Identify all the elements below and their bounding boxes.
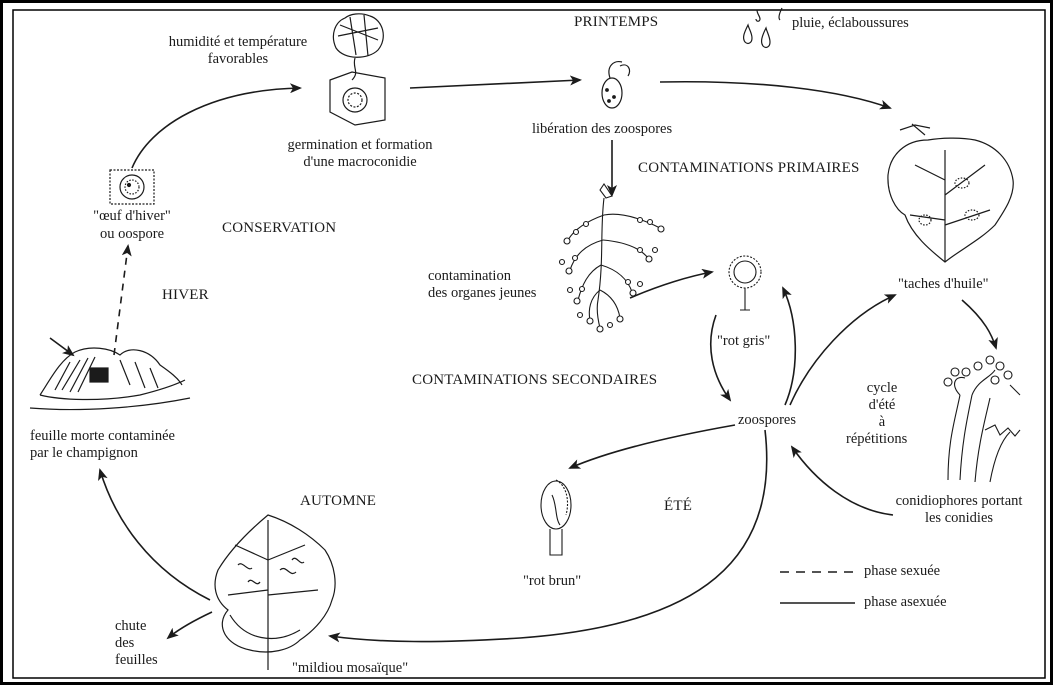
grape-cluster-illustration: [558, 183, 665, 333]
sporangium-illustration: [601, 61, 631, 109]
label-automne: AUTOMNE: [300, 493, 377, 509]
label-contamination-2: des organes jeunes: [428, 285, 537, 301]
label-printemps: PRINTEMPS: [574, 14, 659, 30]
arrow-zoospores-to-rotgris: [782, 286, 797, 406]
rot-brun-berry-illustration: [540, 479, 572, 556]
arrow-oospore-to-germination: [131, 83, 302, 169]
label-chute-2: des: [115, 635, 135, 651]
label-contaminations-secondaires: CONTAMINATIONS SECONDAIRES: [412, 372, 658, 388]
label-mildiou-mosaique: "mildiou mosaïque": [292, 660, 409, 676]
arrow-zoospores-to-taches: [789, 294, 897, 406]
label-oeuf-1: "œuf d'hiver": [93, 208, 171, 224]
legend-sexual-label: phase sexuée: [864, 563, 941, 579]
oil-spot-leaf-illustration: [887, 123, 1014, 263]
label-rot-gris: "rot gris": [717, 333, 771, 349]
arrow-rotgris-to-zoospores: [709, 314, 732, 402]
label-favorables: favorables: [207, 51, 269, 67]
legend-asexual-label: phase asexuée: [864, 594, 947, 610]
arrow-zoospores-to-rotbrun: [568, 424, 736, 469]
label-germination-1: germination et formation: [287, 137, 433, 153]
dead-leaf-illustration: [29, 347, 191, 411]
rot-gris-berry-illustration: [728, 255, 762, 311]
label-oeuf-2: ou oospore: [99, 226, 165, 242]
label-cycle-2: d'été: [868, 397, 896, 413]
rain-drops-icon: [742, 7, 783, 48]
label-cycle-4: répétitions: [846, 431, 908, 447]
oospore-illustration: [109, 169, 155, 205]
arrow-contamination-to-rotgris: [629, 268, 714, 299]
label-cycle-1: cycle: [866, 380, 898, 396]
label-zoospores: zoospores: [738, 412, 796, 428]
germination-illustration: [329, 13, 386, 126]
label-conidiophores-1: conidiophores portant: [895, 493, 1023, 509]
conidiophores-illustration: [943, 355, 1021, 483]
label-germination-2: d'une macroconidie: [303, 154, 417, 170]
label-contamination-1: contamination: [428, 268, 511, 284]
label-cycle-3: à: [878, 414, 886, 430]
label-liberation: libération des zoospores: [532, 121, 673, 137]
label-conidiophores-2: les conidies: [924, 510, 994, 526]
arrow-taches-to-conidiophores: [961, 299, 998, 350]
arrow-deadleaf-to-oospore-dashed: [113, 244, 132, 356]
arrow-conidiophores-to-zoospores: [790, 445, 894, 516]
label-rot-brun: "rot brun": [523, 573, 582, 589]
arrow-pointer-deadleaf: [49, 337, 75, 357]
label-conservation: CONSERVATION: [222, 220, 337, 236]
label-ete: ÉTÉ: [664, 498, 693, 514]
label-chute-3: feuilles: [115, 652, 158, 668]
arrow-mosaique-to-chute: [166, 611, 213, 640]
arrow-mosaique-to-deadleaf: [98, 468, 211, 601]
label-feuille-2: par le champignon: [30, 445, 138, 461]
label-humidite: humidité et température: [168, 34, 308, 50]
label-hiver: HIVER: [162, 287, 209, 303]
label-taches: "taches d'huile": [898, 276, 989, 292]
inner-frame: [12, 9, 1046, 679]
label-chute-1: chute: [115, 618, 147, 634]
label-pluie: pluie, éclaboussures: [792, 15, 909, 31]
mosaic-leaf-illustration: [214, 514, 336, 670]
label-contaminations-primaires: CONTAMINATIONS PRIMAIRES: [638, 160, 860, 176]
arrow-germination-to-liberation: [409, 75, 582, 89]
arrow-liberation-to-leaf: [659, 80, 892, 110]
arrow-zoospores-to-mosaique: [328, 429, 768, 643]
label-feuille-1: feuille morte contaminée: [30, 428, 175, 444]
